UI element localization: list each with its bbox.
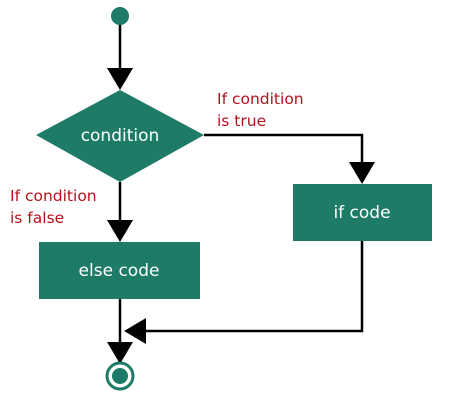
if-code-label: if code — [333, 203, 390, 223]
edge-decision-to-if — [204, 133, 364, 171]
false-branch-label-line1: If condition — [10, 187, 97, 205]
decision-diamond — [36, 90, 204, 182]
arrowhead-into-else — [107, 220, 133, 242]
else-code-label: else code — [79, 261, 160, 281]
if-code-block — [293, 184, 432, 241]
else-code-block — [39, 242, 200, 299]
arrowhead-merge-left — [124, 318, 146, 344]
connectors — [118, 22, 364, 345]
false-branch-label-line2: is false — [10, 209, 64, 227]
arrowheads — [107, 68, 375, 364]
start-node — [111, 7, 129, 25]
true-branch-label-line1: If condition — [217, 90, 304, 108]
arrowhead-into-end — [107, 342, 133, 364]
arrowhead-into-if — [349, 162, 375, 184]
end-node-center — [112, 368, 128, 384]
true-branch-label-line2: is true — [217, 112, 266, 130]
arrowhead-into-decision — [107, 68, 133, 90]
decision-label: condition — [81, 126, 160, 146]
edge-if-to-merge — [145, 241, 364, 333]
